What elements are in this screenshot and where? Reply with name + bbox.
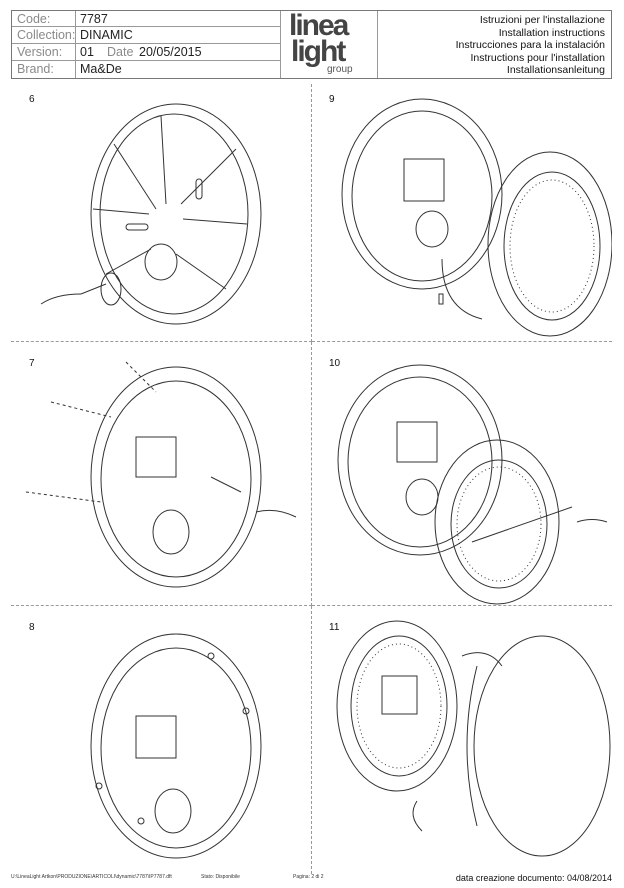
document-header: Code: 7787 Collection: DINAMIC Version: … <box>11 10 612 79</box>
footer-creation-date: data creazione documento: 04/08/2014 <box>455 873 612 883</box>
steps-grid: 6 9 <box>11 84 612 874</box>
illustration-step-8 <box>90 633 262 859</box>
collection-value: DINAMIC <box>80 28 133 42</box>
illustration-step-11 <box>336 620 611 857</box>
language-de: Installationsanleitung <box>506 64 605 77</box>
step-number-9: 9 <box>329 94 335 105</box>
language-it: Istruzioni per l'installazione <box>479 14 605 26</box>
illustration-step-9 <box>341 98 612 337</box>
step-number-6: 6 <box>29 94 35 105</box>
document-footer: U:\LineaLight Artkon\PRODUZIONE\ARTICOLI… <box>11 872 612 886</box>
footer-status: Stato: Disponibile <box>201 874 240 880</box>
step-panel-11: 11 <box>312 606 612 874</box>
language-fr: Instructions pour l'installation <box>470 51 606 64</box>
footer-page: Pagina: 2 di 2 <box>293 874 324 880</box>
code-value: 7787 <box>80 12 108 26</box>
language-en: Installation instructions <box>498 26 605 39</box>
step-panel-8: 8 <box>11 606 312 874</box>
illustration-step-7 <box>25 361 297 588</box>
date-label: Date <box>107 45 134 59</box>
footer-file-path: U:\LineaLight Artkon\PRODUZIONE\ARTICOLI… <box>11 874 172 880</box>
collection-label: Collection: <box>17 28 76 42</box>
version-value: 01 <box>80 45 94 59</box>
linea-light-logo: linea light group <box>289 9 353 76</box>
step-panel-10: 10 <box>312 342 612 606</box>
instruction-languages: Istruzioni per l'installazione Installat… <box>456 14 605 77</box>
step-number-8: 8 <box>29 622 35 633</box>
code-label: Code: <box>17 12 51 26</box>
step-panel-7: 7 <box>11 342 312 606</box>
step-number-10: 10 <box>329 358 341 369</box>
illustration-step-6 <box>40 103 262 325</box>
brand-label: Brand: <box>17 62 54 76</box>
step-panel-9: 9 <box>312 84 612 342</box>
illustration-step-10 <box>337 364 608 605</box>
date-value: 20/05/2015 <box>139 45 202 59</box>
language-es: Instrucciones para la instalación <box>455 39 605 52</box>
step-panel-6: 6 <box>11 84 312 342</box>
version-label: Version: <box>17 45 63 59</box>
step-number-11: 11 <box>329 622 340 633</box>
step-number-7: 7 <box>29 358 35 369</box>
brand-value: Ma&De <box>80 62 122 76</box>
